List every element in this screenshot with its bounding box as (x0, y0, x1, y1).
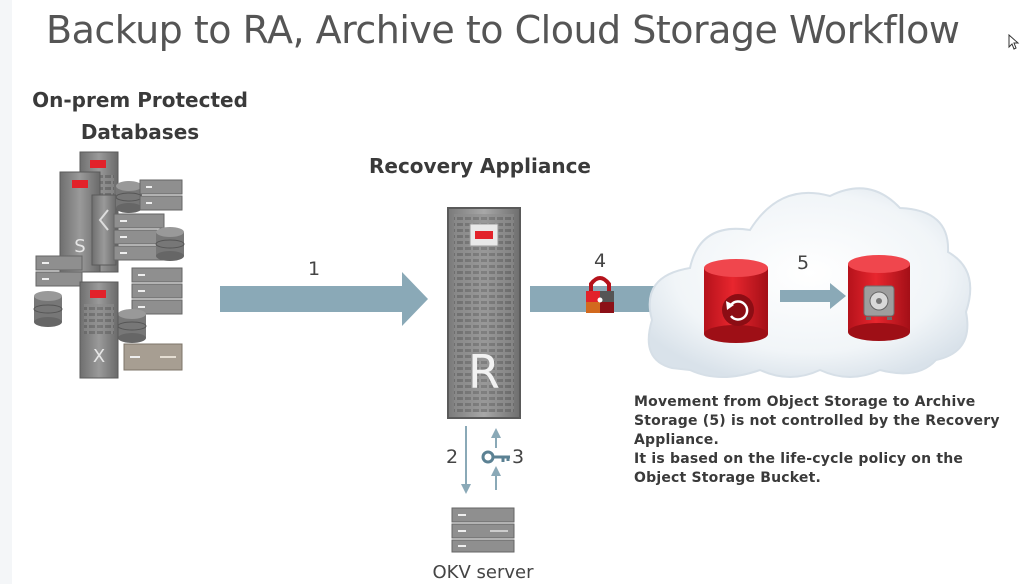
rack-server-icon (139, 179, 183, 211)
database-icon (33, 291, 63, 327)
appliance-letter: R (468, 345, 500, 399)
on-prem-heading-line1: On-prem Protected (32, 88, 248, 112)
step-1-label: 1 (308, 258, 321, 280)
rack-server-icon (131, 267, 183, 315)
database-icon (115, 181, 143, 213)
server-tower-icon: X (79, 281, 119, 379)
step-3-label: 3 (512, 446, 525, 468)
cloud-storage-icon (647, 187, 972, 378)
server-letter-s: S (74, 236, 85, 257)
lock-icon (586, 276, 614, 313)
archive-policy-note: Movement from Object Storage to Archive … (634, 393, 1014, 488)
arrow-step-2 (461, 426, 471, 494)
archive-storage-database-icon (848, 255, 910, 341)
arrow-step-4 (530, 272, 702, 326)
server-letter-x: X (93, 346, 105, 367)
arrow-step-3 (491, 428, 501, 490)
okv-server-label: OKV server (432, 562, 534, 583)
note-line-2: Storage (5) is not controlled by the Rec… (634, 413, 1000, 429)
restore-icon (726, 300, 749, 321)
step-2-label: 2 (446, 446, 459, 468)
database-icon (117, 309, 147, 343)
appliance-heading: Recovery Appliance (368, 154, 591, 178)
arrow-step-1 (220, 272, 428, 326)
on-prem-heading-line2: Databases (80, 120, 200, 144)
note-line-1: Movement from Object Storage to Archive (634, 394, 976, 410)
note-line-3: Appliance. (634, 432, 720, 448)
object-storage-database-icon (704, 259, 768, 343)
key-icon (481, 450, 510, 464)
database-icon (155, 227, 185, 261)
rack-server-icon (123, 343, 183, 371)
rack-server-icon (113, 213, 165, 261)
recovery-appliance-icon: R (447, 207, 521, 419)
server-tower-icon (91, 194, 117, 266)
page-title: Backup to RA, Archive to Cloud Storage W… (46, 8, 960, 52)
left-edge-strip (0, 0, 12, 584)
step-4-label: 4 (594, 250, 607, 272)
step-5-label: 5 (797, 252, 810, 274)
note-line-4: It is based on the life-cycle policy on … (634, 451, 964, 467)
vault-icon (863, 285, 895, 320)
rack-server-icon (35, 255, 83, 287)
okv-server-icon (451, 507, 515, 553)
arrow-step-5 (780, 283, 846, 309)
note-line-5: Object Storage Bucket. (634, 470, 821, 486)
on-prem-heading: On-prem Protected Databases (20, 84, 260, 148)
mouse-cursor-icon (1008, 34, 1020, 50)
on-prem-servers-group: S (33, 151, 185, 379)
